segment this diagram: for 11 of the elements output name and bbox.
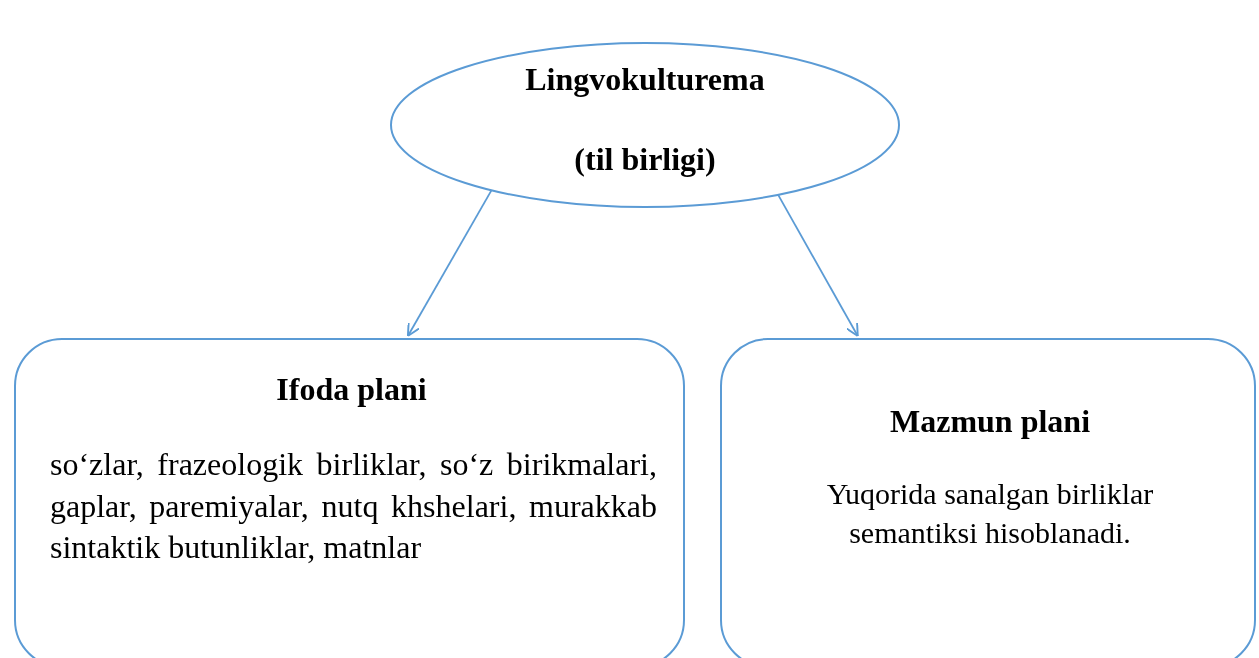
box-heading: Mazmun plani	[889, 402, 1091, 441]
concept-subtitle: (til birligi)	[573, 140, 717, 179]
rounded-box	[720, 338, 1256, 658]
concept-title: Lingvokulturema	[524, 60, 766, 99]
box-heading: Ifoda plani	[275, 370, 428, 409]
box-description: Yuqorida sanalgan birliklar semantiksi hisoblanadi.	[825, 476, 1155, 551]
box-description: so‘zlar, frazeologik birliklar, so‘z birikmalari, gaplar, paremiyalar, nutq khshelari, murakkab sintaktik butunliklar, matnlar	[50, 445, 657, 568]
rounded-box	[14, 338, 685, 658]
arrow	[406, 188, 493, 337]
arrow	[776, 193, 859, 337]
concept-ellipse	[390, 42, 900, 208]
